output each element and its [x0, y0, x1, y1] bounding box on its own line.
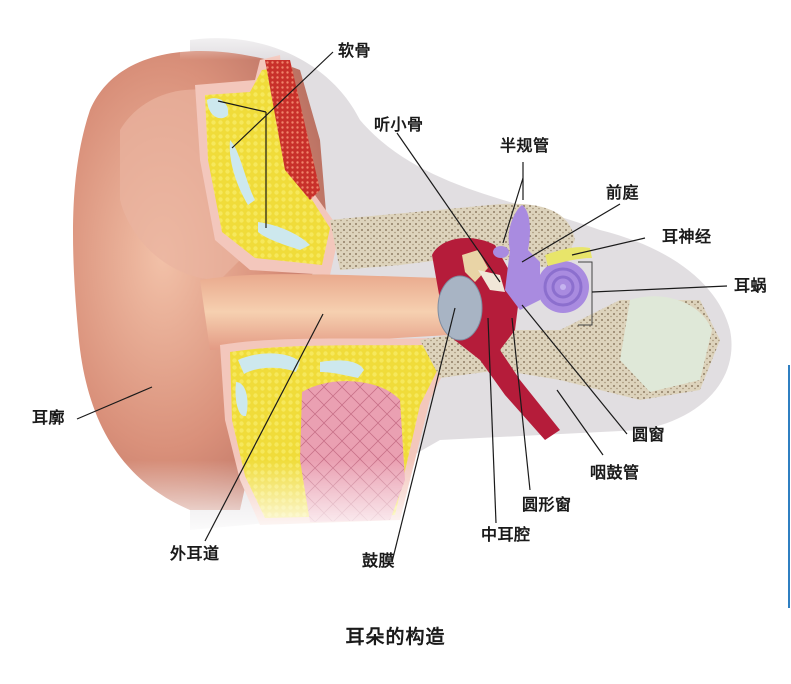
side-accent-rule: [788, 365, 790, 608]
label-cartilage: 软骨: [338, 41, 372, 60]
label-auricle: 耳廓: [32, 408, 66, 427]
label-semicircular-canals: 半规管: [500, 136, 550, 155]
label-eardrum: 鼓膜: [362, 551, 396, 570]
label-middle-ear-cavity: 中耳腔: [481, 525, 531, 544]
label-ear-canal: 外耳道: [170, 544, 220, 563]
label-cochlea: 耳蜗: [734, 276, 768, 295]
figure-caption: 耳朵的构造: [345, 626, 446, 648]
label-oval-window: 圆形窗: [522, 495, 572, 514]
label-ossicles: 听小骨: [374, 115, 424, 134]
leader-lines: [76, 51, 728, 563]
label-round-window: 圆窗: [632, 425, 666, 444]
label-eustachian-tube: 咽鼓管: [590, 463, 640, 482]
label-vestibule: 前庭: [606, 183, 640, 202]
label-auditory-nerve: 耳神经: [662, 227, 712, 246]
